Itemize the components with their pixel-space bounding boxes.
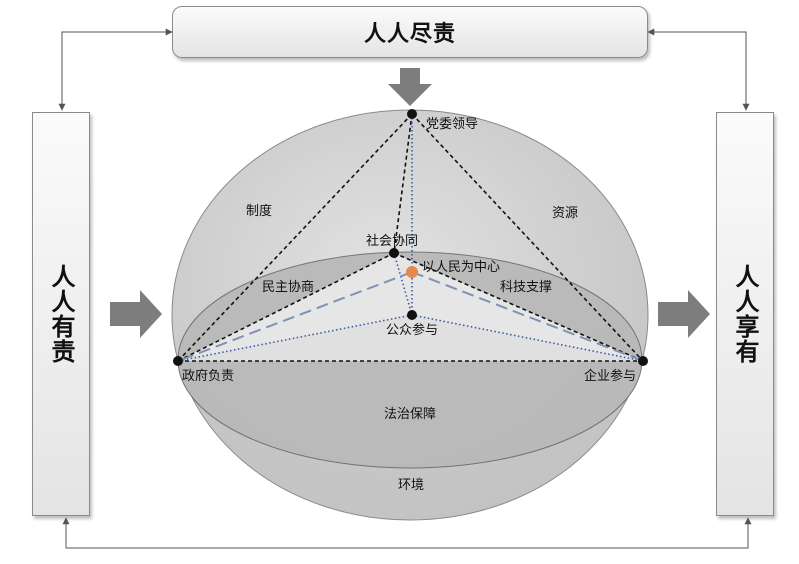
label-right: 企业参与 — [584, 368, 636, 384]
box-everyone-shares-right: 人人享有 — [716, 112, 774, 516]
node-right-dot — [638, 356, 648, 366]
region-bottom: 环境 — [398, 478, 424, 493]
box-everyone-responsibility-left: 人人有责 — [32, 112, 90, 516]
arrow-right-left-icon — [110, 290, 162, 338]
box-everyone-responsible-top: 人人尽责 — [172, 6, 648, 58]
node-back-dot — [389, 248, 399, 258]
region-mid-left: 民主协商 — [262, 280, 314, 295]
label-back: 社会协同 — [366, 233, 418, 249]
region-upper-right: 资源 — [552, 206, 578, 221]
label-left: 政府负责 — [182, 369, 234, 384]
box-left-label: 人人有责 — [47, 264, 75, 364]
box-right-label: 人人享有 — [731, 264, 759, 364]
node-left-dot — [173, 356, 183, 366]
connector-bottom-loop — [62, 517, 752, 549]
label-apex: 党委领导 — [426, 117, 478, 132]
arrow-right-right-icon — [658, 290, 710, 338]
label-center: 以人民为中心 — [422, 260, 500, 275]
node-center-dot — [406, 266, 418, 278]
label-front: 公众参与 — [386, 322, 438, 338]
connector-top-to-right — [647, 28, 750, 111]
pyramid-edges — [177, 113, 644, 362]
region-lower: 法治保障 — [384, 407, 436, 422]
public-edges — [177, 114, 644, 362]
region-mid-right: 科技支撑 — [500, 280, 552, 295]
box-top-label: 人人尽责 — [363, 22, 456, 47]
base-front-plane — [178, 315, 643, 361]
center-edges — [177, 271, 644, 362]
arrow-down-icon — [388, 68, 432, 106]
node-front-dot — [407, 310, 417, 320]
node-apex-dot — [407, 109, 417, 119]
connector-top-to-left — [58, 28, 173, 111]
region-upper-left: 制度 — [246, 203, 272, 219]
sphere-lower-shade — [178, 360, 642, 520]
